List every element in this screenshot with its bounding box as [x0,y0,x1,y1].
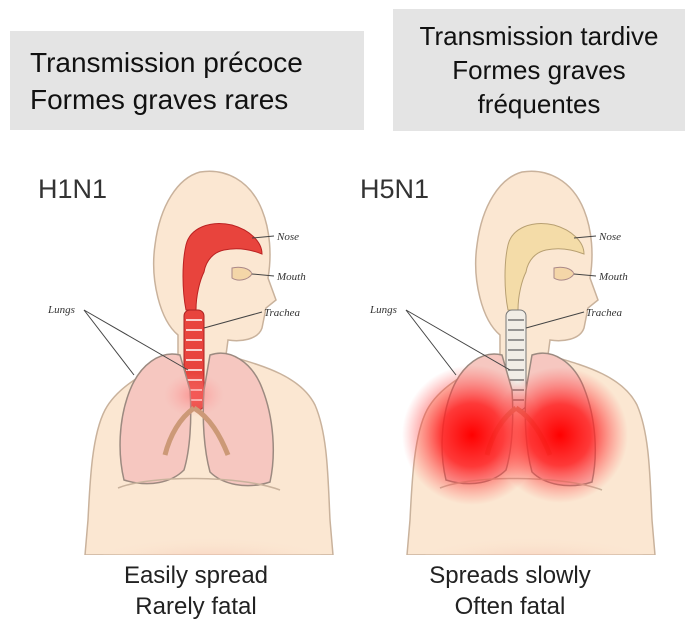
banner-late-transmission: Transmission tardive Formes graves fréqu… [393,9,685,131]
banner-right-line-1: Transmission tardive [420,19,659,53]
caption-h1n1: Easily spread Rarely fatal [96,560,296,622]
label-trachea: Trachea [264,307,301,319]
label-mouth: Mouth [276,271,306,283]
panel-title-h1n1: H1N1 [38,174,107,204]
panel-h5n1: H5N1 Nose Mouth Trachea Lungs [360,171,655,555]
infection-glow-right [492,367,628,503]
caption-h5n1-line-1: Spreads slowly [400,560,620,591]
label-trachea: Trachea [586,307,623,319]
caption-h1n1-line-1: Easily spread [96,560,296,591]
label-lungs: Lungs [47,304,75,316]
banner-left-line-2: Formes graves rares [30,81,288,118]
banner-early-transmission: Transmission précoce Formes graves rares [10,31,364,130]
label-nose: Nose [598,231,621,243]
banner-right-line-3: fréquentes [478,87,601,121]
banner-left-line-1: Transmission précoce [30,44,303,81]
respiratory-diagram: H1N1 Nose Mouth Trachea Lungs [0,150,686,555]
banner-right-line-2: Formes graves [452,53,625,87]
label-lungs: Lungs [369,304,397,316]
caption-h5n1: Spreads slowly Often fatal [400,560,620,622]
caption-h5n1-line-2: Often fatal [400,591,620,622]
caption-h1n1-line-2: Rarely fatal [96,591,296,622]
panel-title-h5n1: H5N1 [360,174,429,204]
label-nose: Nose [276,231,299,243]
label-mouth: Mouth [598,271,628,283]
panel-h1n1: H1N1 Nose Mouth Trachea Lungs [38,171,333,555]
